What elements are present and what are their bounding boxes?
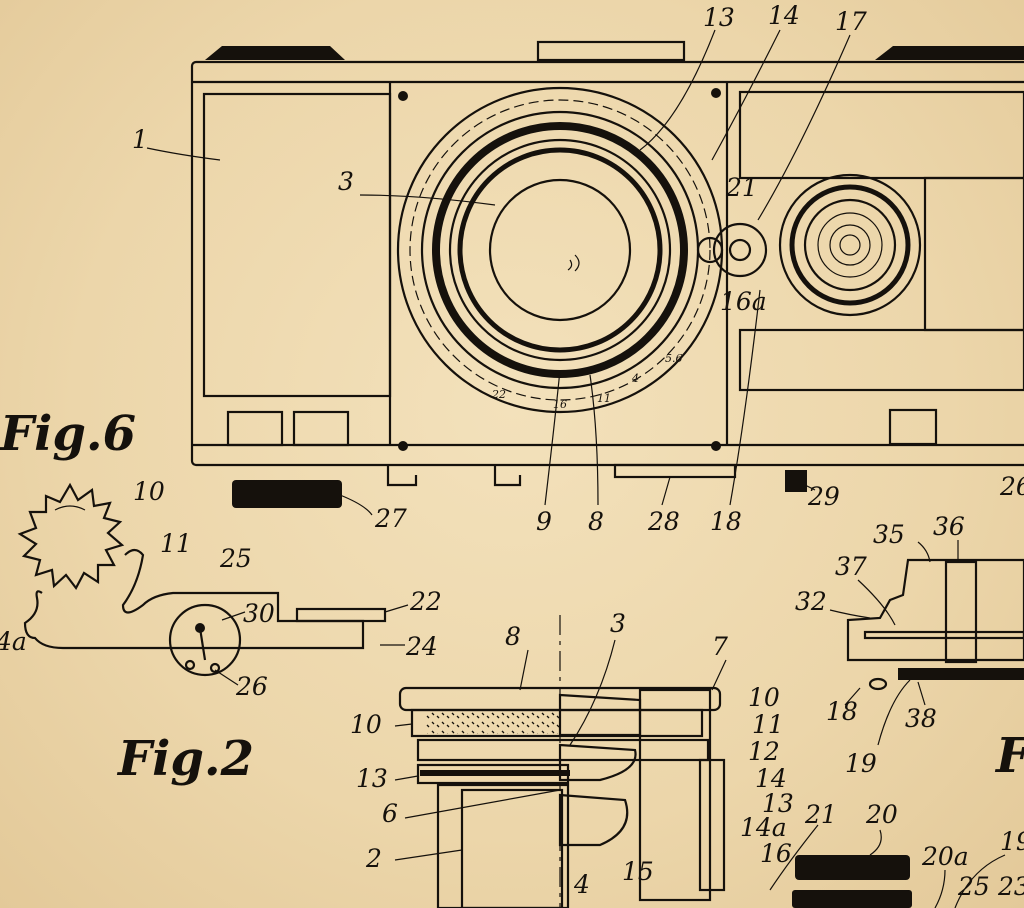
ref-label: 1 [132,125,148,154]
ref-label: 16a [720,287,767,316]
ref-label: 13 [762,789,794,818]
ref-label: 4a [0,627,27,656]
ref-label: 12 [748,737,780,766]
fig-right-section: 35 36 37 32 18 38 19 F [795,512,1024,784]
ref-label: 13 [356,764,388,793]
ref-label: 21 [804,800,837,829]
ref-label: 25 [219,544,252,573]
ref-label: 6 [382,799,398,828]
fig6-circuit: Fig.6 10 11 25 30 22 24 4a 26 [0,406,442,701]
ref-label: 9 [536,507,552,536]
ref-label: 14 [755,764,787,793]
fig1-labels: 13 14 17 1 3 21 16a 27 9 8 28 18 29 26 2… [132,1,1024,536]
ref-label: 28 [647,507,680,536]
ref-label: 25 [957,872,990,901]
ref-label: 36 [933,512,965,541]
figure-title: Fig.2 [116,731,254,787]
ref-label: 27 [374,504,407,533]
scale-mark: 22 [491,388,506,401]
ref-label: 10 [748,683,780,712]
ref-label: 26 [999,472,1024,501]
ref-label: 29 [807,482,840,511]
ref-label: 15 [622,857,654,886]
ref-label: 14a [740,813,787,842]
ref-label: 24 [405,632,438,661]
scale-mark: 4 [631,372,639,385]
ref-label: 21 [725,173,758,202]
ref-label: 35 [873,520,905,549]
ref-label: 37 [835,552,867,581]
fig2-lens-section: Fig.2 8 3 7 10 10 11 12 13 14 13 14a 6 2… [116,609,1024,908]
ref-label: 8 [588,507,604,536]
figure-title: F [994,728,1024,784]
ref-label: 10 [350,710,382,739]
ref-label: 20a [921,842,969,871]
ref-label: 3 [338,167,354,196]
ref-label: 23 [997,872,1024,901]
camera-front-view [146,29,1024,516]
figure-title: Fig.6 [0,406,136,462]
ref-label: 18 [826,697,858,726]
scale-mark: 16 [553,398,567,411]
ref-label: 11 [160,529,192,558]
ref-label: 26 [235,672,268,701]
ref-label: 14 [768,1,800,30]
ref-label: 11 [752,710,784,739]
ref-label: 22 [409,587,442,616]
ref-label: 13 [703,3,735,32]
ref-label: 3 [610,609,626,638]
ref-label: 30 [243,599,275,628]
ref-label: 17 [835,7,867,36]
ref-label: 38 [905,704,937,733]
scale-mark: 5.6 [665,352,683,365]
ref-label: 32 [795,587,827,616]
ref-label: 19 [845,749,877,778]
ref-label: 2 [365,844,382,873]
ref-label: 7 [712,632,728,661]
ref-label: 4 [573,870,590,899]
ref-label: 20 [865,800,898,829]
scale-mark: 11 [597,392,611,405]
ref-label: 19 [1000,827,1024,856]
ref-label: 10 [133,477,165,506]
ref-label: 8 [505,622,521,651]
ref-label: 16 [760,839,792,868]
ref-label: 18 [710,507,742,536]
